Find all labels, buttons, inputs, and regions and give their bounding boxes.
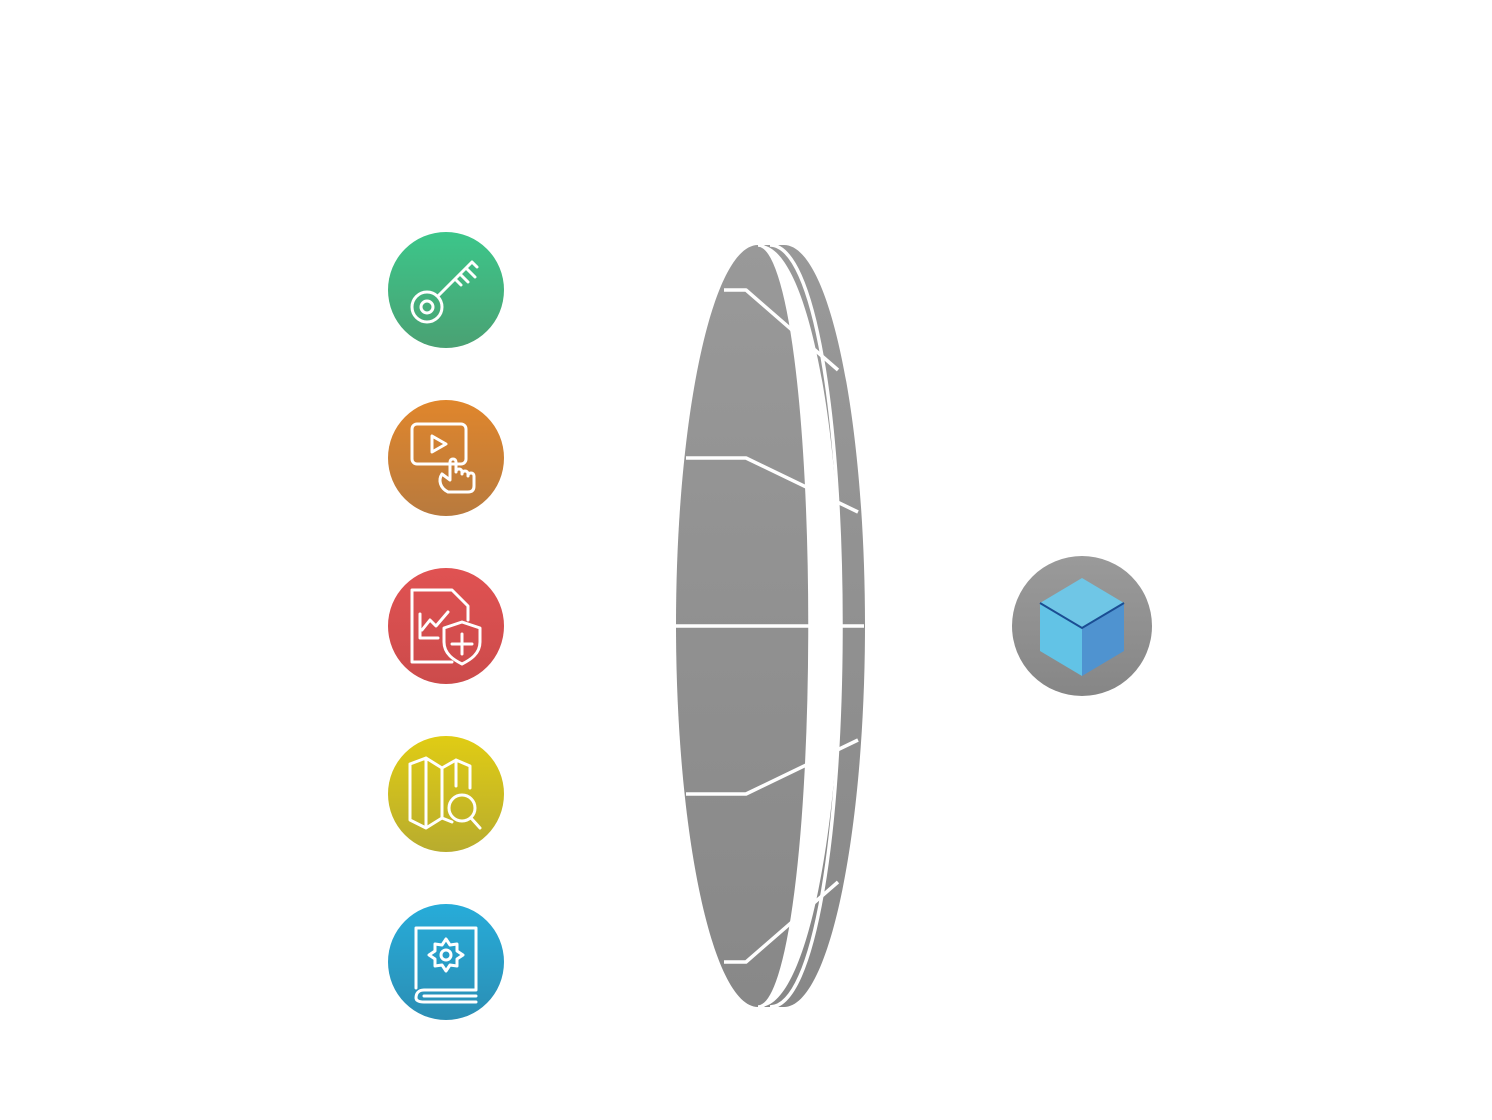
input-disc [388, 400, 504, 516]
output-node [1012, 556, 1152, 696]
video-play-hand-icon [410, 422, 476, 494]
book-gear-icon [414, 926, 478, 1004]
input-node [388, 568, 504, 684]
map-search-icon [408, 756, 482, 830]
input-node [388, 232, 504, 348]
key-icon [410, 260, 479, 324]
cube-icon [1039, 578, 1125, 676]
input-node [388, 400, 504, 516]
input-disc [388, 736, 504, 852]
document-chart-shield-icon [410, 588, 482, 666]
input-node [388, 736, 504, 852]
lens-guide-lines [676, 288, 864, 964]
input-nodes [388, 232, 504, 1020]
input-node [388, 904, 504, 1020]
